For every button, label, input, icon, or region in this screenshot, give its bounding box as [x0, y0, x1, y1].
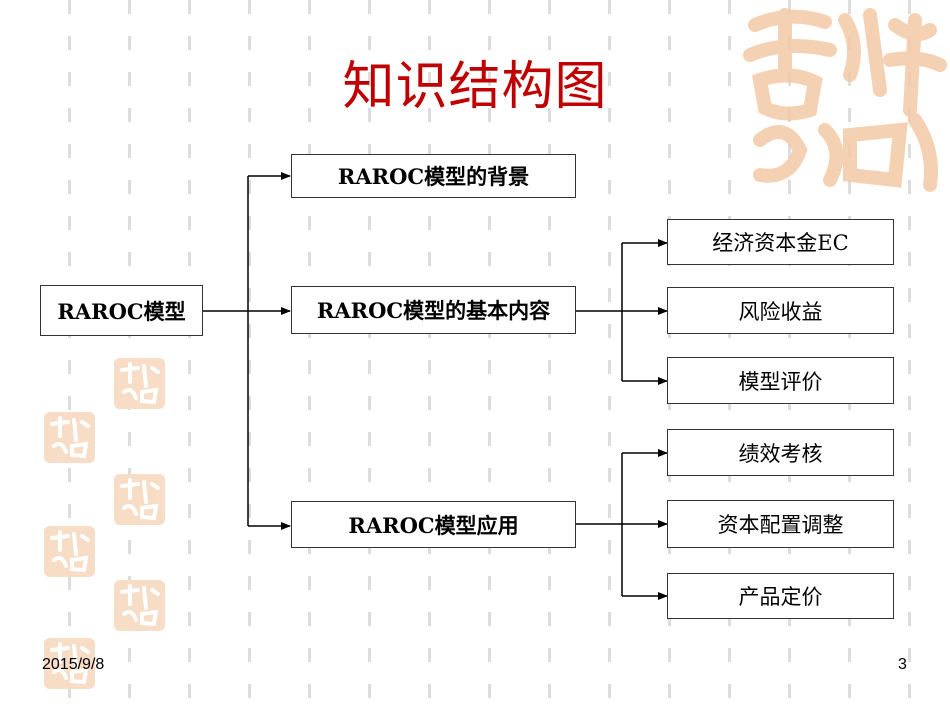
- decorative-seal-small-6: [44, 638, 95, 689]
- page-number: 3: [898, 656, 907, 673]
- node-capital-allocation: 资本配置调整: [667, 500, 894, 548]
- node-basic-content: RAROC模型的基本内容: [291, 286, 576, 334]
- decorative-seal-small-2: [44, 412, 95, 463]
- footer-date: 2015/9/8: [42, 656, 105, 673]
- node-product-pricing: 产品定价: [667, 573, 894, 619]
- decorative-seal-small-1: [114, 358, 165, 409]
- node-application: RAROC模型应用: [291, 501, 576, 548]
- node-model-evaluation: 模型评价: [667, 357, 894, 404]
- node-risk-return: 风险收益: [667, 287, 894, 334]
- node-background: RAROC模型的背景: [291, 154, 576, 198]
- node-root: RAROC模型: [40, 285, 203, 336]
- decorative-seal-small-5: [114, 580, 165, 631]
- page-title: 知识结构图: [342, 57, 608, 117]
- decorative-seal-large: [743, 8, 947, 192]
- decorative-seal-small-3: [114, 474, 165, 525]
- node-economic-capital: 经济资本金EC: [667, 219, 894, 265]
- node-performance-review: 绩效考核: [667, 429, 894, 476]
- decorative-seal-small-4: [44, 526, 95, 577]
